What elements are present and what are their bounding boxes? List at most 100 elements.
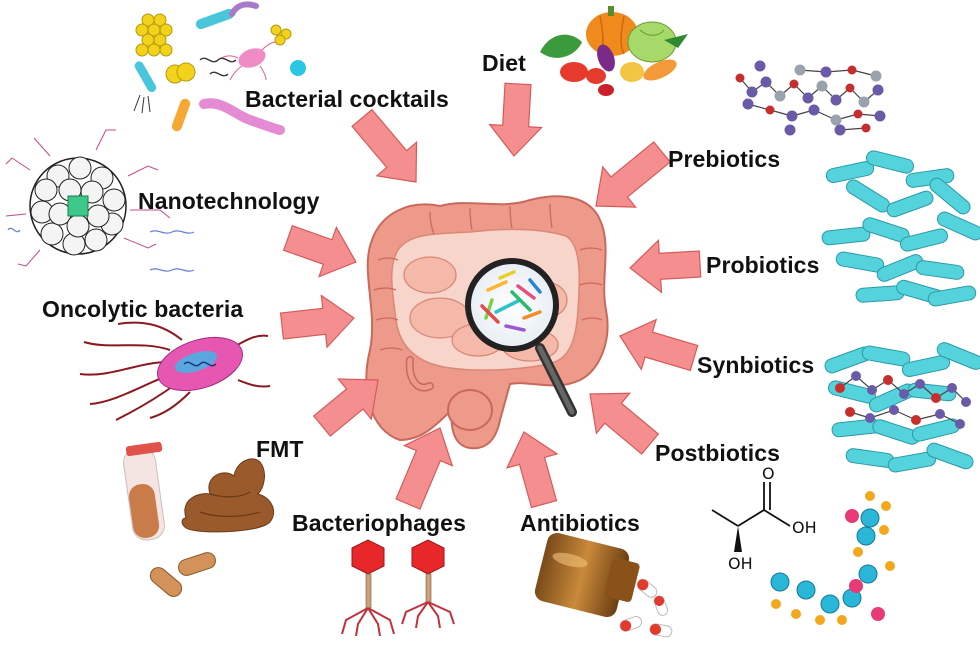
molecule-atom xyxy=(802,92,814,104)
nanoparticle-shell xyxy=(68,156,92,180)
molecule-atom xyxy=(874,110,886,122)
oligosaccharide-molecule-icon xyxy=(735,60,886,136)
molecule-atom xyxy=(872,84,884,96)
label-bacteriophages: Bacteriophages xyxy=(292,510,466,536)
synbiotic-mix-icon xyxy=(824,342,980,473)
nanoparticle-shell xyxy=(34,178,58,202)
arrow-postbiotics xyxy=(589,392,660,455)
rod-bacterium xyxy=(915,260,965,280)
molecule-atom xyxy=(883,375,893,385)
rod-bacterium xyxy=(936,342,980,370)
molecule-atom xyxy=(955,419,965,429)
label-fmt: FMT xyxy=(256,436,304,462)
rod-bacterium xyxy=(886,190,934,218)
label-nanotechnology: Nanotechnology xyxy=(138,188,320,214)
molecule-atom xyxy=(784,124,796,136)
phage-icon xyxy=(341,539,455,637)
molecule-atom xyxy=(899,389,909,399)
molecule-atom xyxy=(847,65,857,75)
molecule-atom xyxy=(820,66,832,78)
rod-bacterium xyxy=(900,228,948,252)
molecule-atom xyxy=(911,415,921,425)
arrow-antibiotics xyxy=(505,431,559,509)
molecule-atom xyxy=(834,124,846,136)
lactic-acid-molecule-icon xyxy=(711,482,895,625)
rod-bacterium xyxy=(845,448,895,468)
rod-bacterium xyxy=(835,251,885,273)
rod-bacterium xyxy=(927,285,977,307)
arrow-fmt xyxy=(312,378,379,437)
molecule-atom xyxy=(830,114,842,126)
chem-carbonyl-o: O xyxy=(762,464,775,483)
molecule-atom xyxy=(735,73,745,83)
molecule-atom xyxy=(789,79,799,89)
molecule-atom xyxy=(870,70,882,82)
arrow-nanotechnology xyxy=(282,224,357,278)
molecule-atom xyxy=(861,123,871,133)
molecule-atom xyxy=(858,96,870,108)
molecule-atom xyxy=(746,86,758,98)
label-postbiotics: Postbiotics xyxy=(655,440,781,466)
arrow-synbiotics xyxy=(619,318,699,372)
chem-alcohol-oh: OH xyxy=(728,554,753,573)
stool-icon xyxy=(181,458,274,533)
rod-bacterium xyxy=(901,354,951,378)
molecule-atom xyxy=(947,383,957,393)
oncolytic-bacterium-icon xyxy=(79,321,271,421)
rod-bacterium xyxy=(846,179,890,213)
molecule-atom xyxy=(765,105,775,115)
rod-bacterium xyxy=(825,160,875,184)
capsule-icon xyxy=(149,552,216,597)
rod-bacterium xyxy=(821,226,871,246)
medicine-bottle-icon xyxy=(534,533,673,638)
molecule-atom xyxy=(961,397,971,407)
rod-bacterium xyxy=(876,254,924,282)
molecule-atom xyxy=(760,76,772,88)
molecule-atom xyxy=(808,104,820,116)
nanoparticle-shell xyxy=(40,222,64,246)
arrow-probiotics xyxy=(629,238,702,294)
molecule-atom xyxy=(931,393,941,403)
molecule-atom xyxy=(845,407,855,417)
label-bacterial-cocktails: Bacterial cocktails xyxy=(245,86,449,112)
arrows-group xyxy=(279,82,702,510)
arrow-bacteriophages xyxy=(395,427,454,510)
molecule-atom xyxy=(830,94,842,106)
molecule-atom xyxy=(853,109,863,119)
rod-bacterium xyxy=(926,442,974,470)
arrow-diet xyxy=(488,82,543,157)
capsule-icon xyxy=(619,578,673,638)
molecule-atom xyxy=(865,413,875,423)
molecule-atom xyxy=(851,371,861,381)
molecule-atom xyxy=(774,90,786,102)
molecule-atom xyxy=(915,379,925,389)
molecule-atom xyxy=(845,83,855,93)
label-synbiotics: Synbiotics xyxy=(697,352,815,378)
rod-bacterium xyxy=(929,177,971,215)
vegetables-icon xyxy=(540,6,688,96)
test-tube-icon xyxy=(123,441,165,541)
nanoparticle-shell xyxy=(102,188,126,212)
label-prebiotics: Prebiotics xyxy=(668,146,781,172)
molecule-atom xyxy=(835,383,845,393)
nanoparticle-shell xyxy=(84,228,108,252)
rod-bacterium xyxy=(861,345,911,367)
label-diet: Diet xyxy=(482,50,526,76)
nanoparticle-shell xyxy=(66,214,90,238)
bacteria-cluster-icon xyxy=(133,1,306,135)
arrow-oncolytic-bacteria xyxy=(279,294,355,349)
label-probiotics: Probiotics xyxy=(706,252,820,278)
nanoparticle-shell xyxy=(86,204,110,228)
rod-bacterium xyxy=(866,150,914,174)
nanoparticle-icon xyxy=(5,129,195,272)
molecule-atom xyxy=(794,64,806,76)
molecule-atom xyxy=(935,409,945,419)
label-oncolytic-bacteria: Oncolytic bacteria xyxy=(42,296,244,322)
molecule-atom xyxy=(889,405,899,415)
molecule-atom xyxy=(754,60,766,72)
rod-bacteria-icon xyxy=(821,150,980,307)
arrow-bacterial-cocktails xyxy=(351,108,418,183)
arrow-prebiotics xyxy=(595,141,672,208)
chem-acid-oh: OH xyxy=(792,518,817,537)
